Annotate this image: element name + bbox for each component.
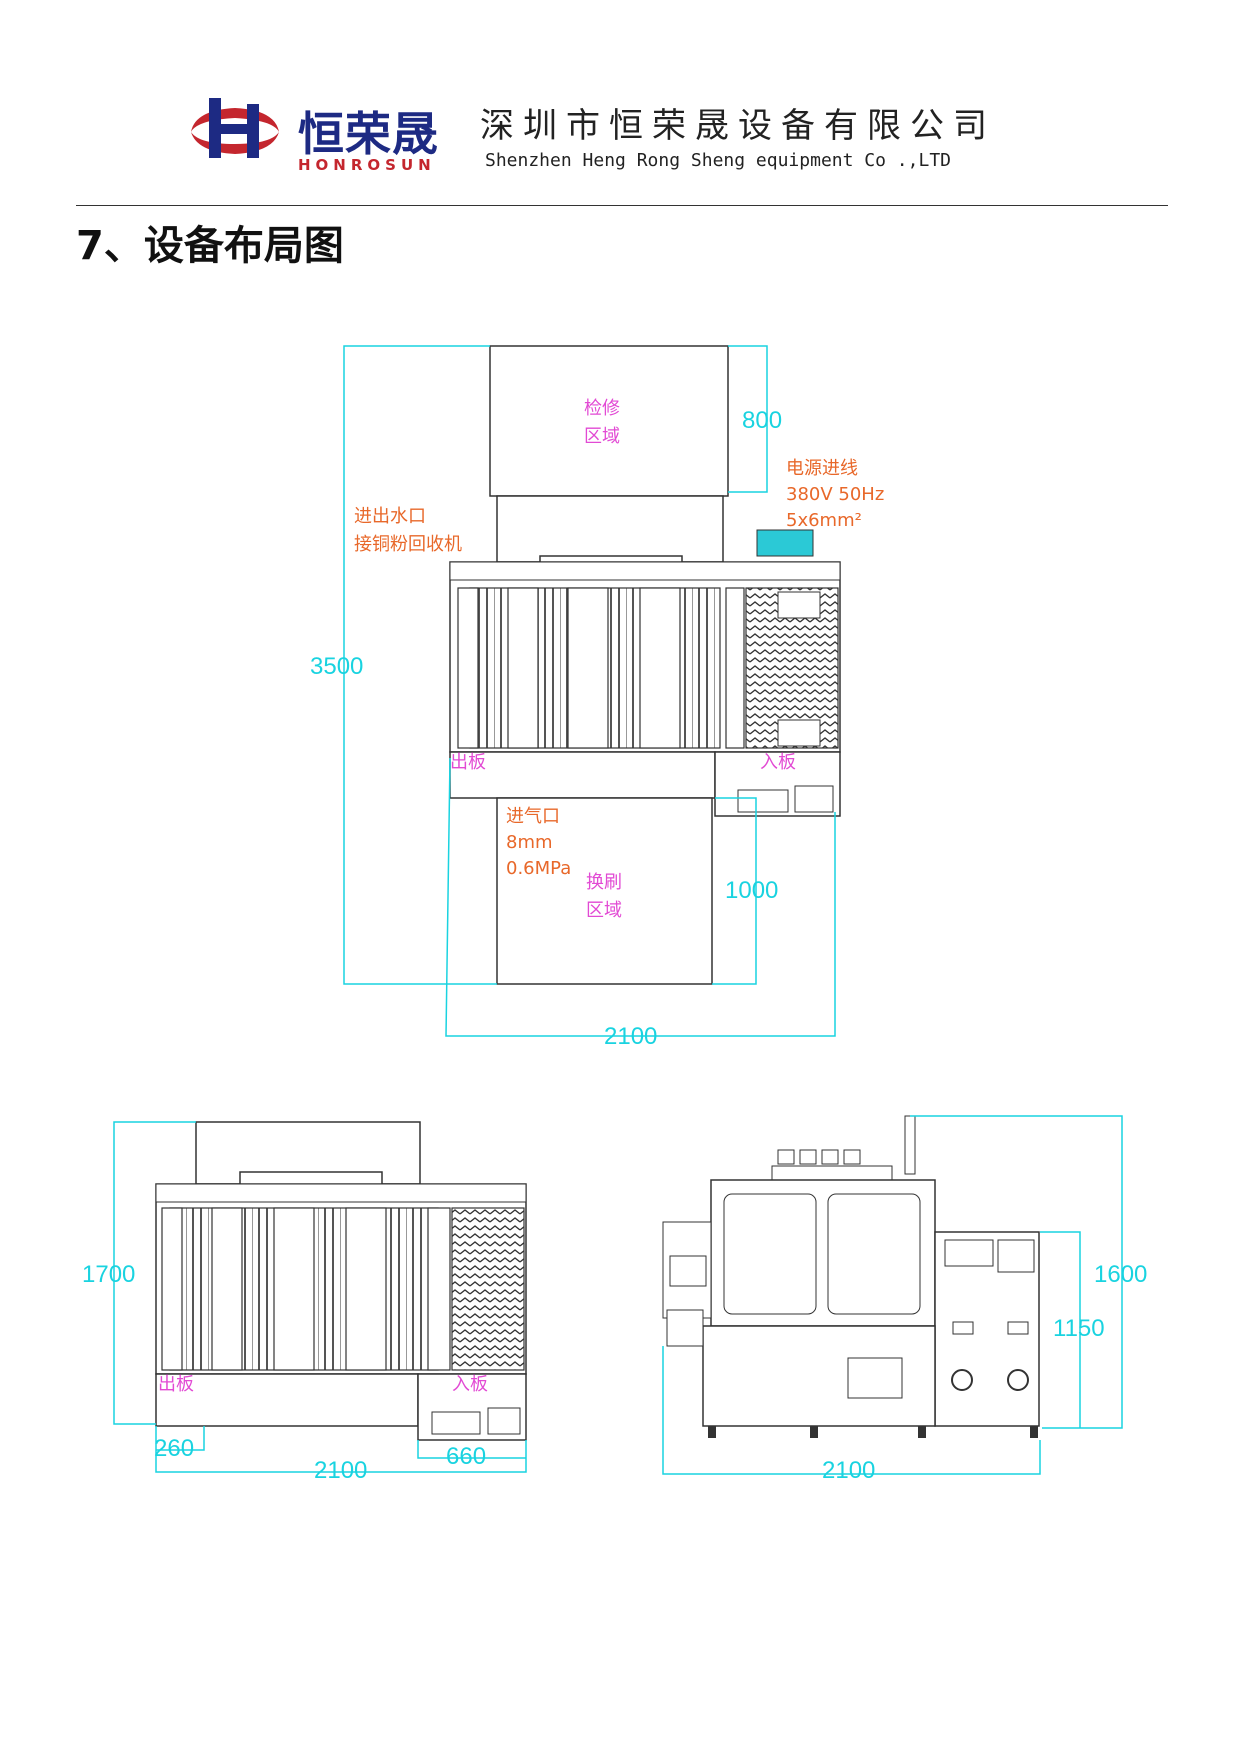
top-outlet-label: 出板 [450,752,486,773]
section-title: 7、设备布局图 [76,223,344,269]
logo-english-name: HONROSUN [298,156,436,174]
dim-plan-panel: 660 [446,1443,486,1470]
dim-top-width: 2100 [604,1023,657,1050]
front-view: 1600 1150 2100 [662,1115,1147,1484]
top-inlet-label: 入板 [760,752,796,773]
top-view: 800 3500 1000 2100 检修 区域 换刷 区域 出板 入板 进出水… [310,345,884,1050]
plan-outlet-label: 出板 [158,1374,194,1395]
brush-change-zone [496,797,713,985]
plan-view: 1700 260 660 2100 出板 入板 [82,1121,527,1484]
logo-chinese-name: 恒荣晟 [298,107,439,161]
power-note-2: 380V 50Hz [786,484,884,505]
air-note-2: 8mm [506,832,553,853]
dim-plan-width: 2100 [314,1457,367,1484]
dim-front-height: 1600 [1094,1261,1147,1288]
air-note-3: 0.6MPa [506,858,571,879]
dim-plan-depth: 1700 [82,1261,135,1288]
water-note-1: 进出水口 [354,506,426,527]
power-note-1: 电源进线 [786,458,858,479]
maintenance-zone [489,345,729,497]
plan-inlet-label: 入板 [452,1374,488,1395]
maintenance-zone-label-1: 检修 [584,398,620,419]
page-header: 恒荣晟 HONROSUN 深圳市恒荣晟设备有限公司 Shenzhen Heng … [0,0,1240,210]
air-note-1: 进气口 [506,806,560,827]
maintenance-zone-label-2: 区域 [584,426,620,447]
dim-front-width: 2100 [822,1457,875,1484]
dim-front-work-height: 1150 [1053,1315,1105,1342]
water-note-2: 接铜粉回收机 [354,534,462,555]
company-name-english: Shenzhen Heng Rong Sheng equipment Co .,… [485,150,951,171]
honrosun-logo-icon [191,98,279,158]
brush-zone-label-1: 换刷 [586,872,622,893]
company-name-chinese: 深圳市恒荣晟设备有限公司 [480,106,996,146]
power-note-3: 5x6mm² [786,510,862,531]
dim-maintenance-depth: 800 [742,407,782,434]
power-inlet-box [756,529,814,557]
dim-total-depth: 3500 [310,653,363,680]
dim-plan-outlet: 260 [154,1435,194,1462]
dim-brush-depth: 1000 [725,877,778,904]
brush-zone-label-2: 区域 [586,900,622,921]
header-rule [76,205,1168,206]
